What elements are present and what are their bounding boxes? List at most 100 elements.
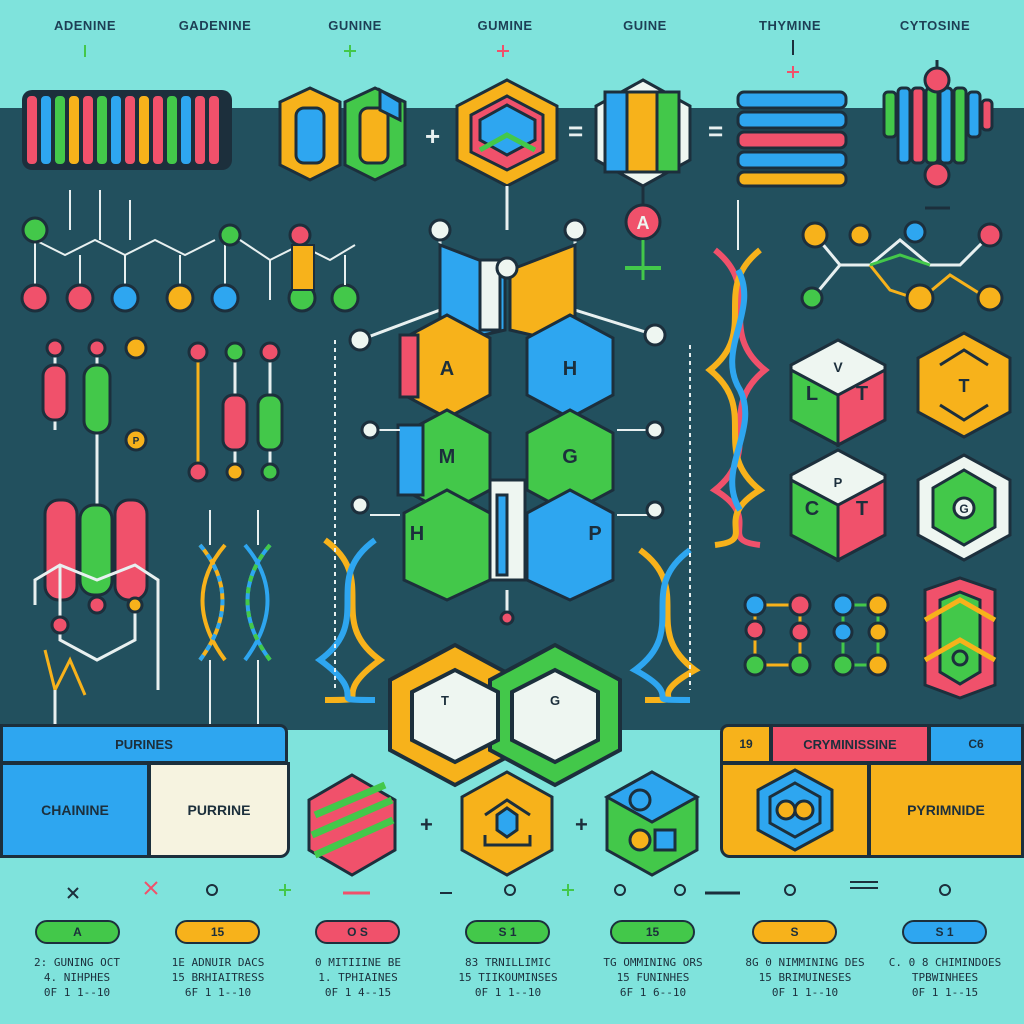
- hex-letter-h2: H: [410, 523, 424, 545]
- pyrimidine-ring-icon: [756, 768, 834, 852]
- cube-letter-t1: T: [856, 383, 868, 405]
- pill-4: S 1: [465, 920, 550, 944]
- dna-helices-small: [198, 510, 272, 725]
- footer-line: 83 TRNILLIMIC: [464, 956, 552, 969]
- footer-line: 6F 1 1--10: [184, 986, 252, 999]
- guine-hex: [594, 78, 692, 188]
- pyrimidine-cube-ct: [789, 448, 887, 563]
- purines-title-band: PURINES: [0, 724, 288, 764]
- bracket-hex-icon: [460, 770, 554, 877]
- footer-line: 0 MITIIINE BE: [314, 956, 402, 969]
- right-tab: C6: [928, 724, 1024, 764]
- guanine-central-hex: [455, 78, 559, 188]
- footer-line: 15 FUNINHES: [616, 971, 690, 984]
- hex-letter-g: G: [562, 446, 578, 468]
- pyrimidine-hex-t: [916, 331, 1012, 439]
- footer-line: TG OMMINING ORS: [603, 956, 703, 969]
- guanine-hex-pair: [278, 86, 407, 182]
- thymine-bars: [736, 90, 848, 188]
- tab-number-label: 19: [739, 737, 753, 751]
- footer-line: 1. TPHIAINES: [318, 971, 398, 984]
- purine-capsule-group: [33, 498, 160, 725]
- footer-col-1: 2: GUNING OCT 4. NIHPHES 0F 1 1--10: [2, 955, 152, 1000]
- header-label-adenine: ADENINE: [53, 18, 116, 33]
- chainine-box: CHAININE: [0, 762, 150, 858]
- header-label-gumine: GUMINE: [477, 18, 533, 33]
- pill-3: O S: [315, 920, 400, 944]
- footer-line: 15 TIIKOUMINSES: [458, 971, 558, 984]
- footer-line: C. 0 8 CHIMINDOES: [888, 956, 1002, 969]
- footer-line: TPBWINHEES: [911, 971, 979, 984]
- p-node-letter: P: [133, 436, 140, 447]
- guanine-tree: [239, 239, 356, 300]
- pyrimidine-cube-lt: [789, 338, 887, 448]
- footer-line: 15 BRIMUINESES: [758, 971, 852, 984]
- header-label-gadenine: GADENINE: [178, 18, 252, 33]
- bottom-hex-letters-t: T: [441, 693, 449, 708]
- equals-sign-2: =: [708, 116, 723, 146]
- footer-line: 1E ADNUIR DACS: [171, 956, 265, 969]
- dna-helix-large-left: [314, 537, 386, 703]
- cube-letter-c: C: [805, 498, 819, 520]
- hex-letter-a: A: [440, 358, 454, 380]
- cube-letter-p2: P: [834, 475, 843, 490]
- footer-line: 8G 0 NIMMINING DES: [745, 956, 865, 969]
- striped-hex-icon: [307, 773, 397, 877]
- hex-letter-p: P: [588, 523, 601, 545]
- header-label-gunine: GUNINE: [328, 18, 382, 33]
- pill-6: S: [752, 920, 837, 944]
- cytosine-block: [882, 60, 994, 210]
- footer-col-3: 0 MITIIINE BE 1. TPHIAINES 0F 1 4--15: [283, 955, 433, 1000]
- tab-number: 19: [720, 724, 772, 764]
- adenine-tree: [34, 190, 226, 295]
- footer-line: 15 BRHIAITRESS: [171, 971, 265, 984]
- footer-col-5: TG OMMINING ORS 15 FUNINHES 6F 1 6--10: [578, 955, 728, 1000]
- bottom-hex-letters-ga: G: [550, 693, 560, 708]
- base-circle-row: [20, 216, 360, 313]
- cube-letter-t3: T: [856, 498, 868, 520]
- footer-line: 6F 1 6--10: [619, 986, 687, 999]
- ring-molecules: [743, 576, 997, 700]
- header-label-cytosine: CYTOSINE: [899, 18, 971, 33]
- pill-5: 15: [610, 920, 695, 944]
- dna-helix-tall: [705, 200, 770, 548]
- cryminissine-tab: CRYMINISSINE: [770, 724, 930, 764]
- pyrimidine-icon-box: [720, 762, 870, 858]
- purrine-label: PURRINE: [187, 802, 251, 818]
- pill-7: S 1: [902, 920, 987, 944]
- pyrimnide-label: PYRIMNIDE: [907, 802, 985, 818]
- hex-letter-g2: G: [959, 502, 968, 516]
- pill-2: 15: [175, 920, 260, 944]
- a-circle-letter: A: [637, 213, 650, 233]
- footer-col-2: 1E ADNUIR DACS 15 BRHIAITRESS 6F 1 1--10: [143, 955, 293, 1000]
- pyrimnide-box: PYRIMNIDE: [868, 762, 1024, 858]
- footer-line: 0F 1 1--10: [43, 986, 111, 999]
- hex-letter-m: M: [439, 446, 456, 468]
- adenine-striped-block: [22, 90, 232, 170]
- plus-sign-1: +: [425, 121, 440, 151]
- footer-line: 0F 1 1--10: [474, 986, 542, 999]
- header-label-guine: GUINE: [623, 18, 667, 33]
- header-glyphs: [84, 40, 799, 78]
- pill-1: A: [35, 920, 120, 944]
- dna-helix-large-right: [629, 547, 701, 703]
- hex-letter-h1: H: [563, 358, 577, 380]
- hex-letter-t2: T: [959, 376, 970, 396]
- footer-col-7: C. 0 8 CHIMINDOES TPBWINHEES 0F 1 1--15: [870, 955, 1020, 1000]
- footer-line: 0F 1 1--15: [911, 986, 979, 999]
- plus-sign-2: +: [420, 812, 433, 837]
- green-hex-icon: [603, 770, 701, 877]
- header-label-thymine: THYMINE: [759, 18, 821, 33]
- left-capsules: [41, 336, 284, 520]
- central-hex-cluster: [359, 186, 656, 626]
- guine-a-node: [624, 186, 662, 280]
- cube-letter-l: L: [806, 383, 818, 405]
- cube-letter-v: V: [833, 359, 843, 375]
- cryminissine-label: CRYMINISSINE: [803, 736, 897, 752]
- right-tab-label: C6: [968, 737, 984, 751]
- chainine-label: CHAININE: [41, 802, 109, 818]
- footer-col-4: 83 TRNILLIMIC 15 TIIKOUMINSES 0F 1 1--10: [433, 955, 583, 1000]
- equals-sign-1: =: [568, 116, 583, 146]
- central-connectors: [334, 340, 691, 690]
